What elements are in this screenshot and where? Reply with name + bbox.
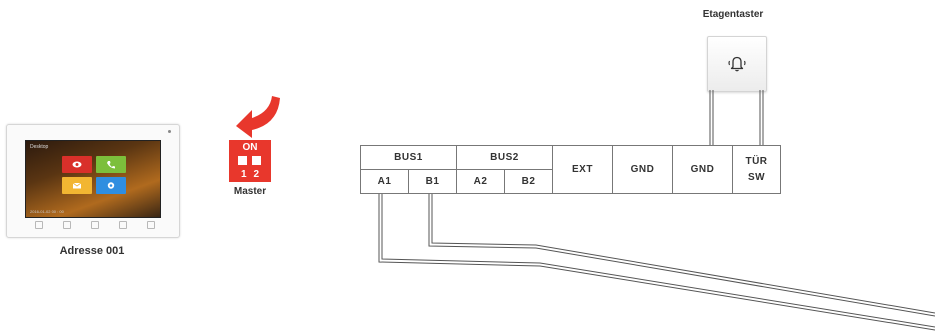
dip-number: 1 [240, 169, 247, 180]
monitor-tile [62, 177, 92, 194]
wire-b1 [428, 194, 935, 317]
phone-icon [107, 161, 115, 169]
terminal-a2: A2 [456, 169, 505, 194]
terminal-gnd: GND [672, 145, 733, 194]
monitor-touch-keys [35, 221, 155, 229]
gear-icon [107, 182, 115, 189]
dip-switch-key [252, 156, 261, 165]
dip-numbers: 1 2 [229, 169, 271, 180]
indoor-monitor: Desktop 2016-01-02 00 : 00 [6, 124, 180, 238]
terminal-b2: B2 [504, 169, 553, 194]
dip-switch-key [238, 156, 247, 165]
terminal-b1: B1 [408, 169, 457, 194]
monitor-address-label: Adresse 001 [59, 245, 125, 257]
mail-icon [72, 182, 82, 189]
dip-switch-label: Master [233, 186, 267, 197]
monitor-tile [62, 156, 92, 173]
dip-number: 2 [253, 169, 260, 180]
terminal-bus1: BUS1 [360, 145, 457, 170]
terminal-gnd: GND [612, 145, 673, 194]
monitor-tile [96, 156, 126, 173]
bell-icon [728, 56, 746, 72]
monitor-screen: Desktop 2016-01-02 00 : 00 [25, 140, 161, 218]
volume-key-icon [91, 221, 99, 229]
curved-arrow-icon [236, 96, 280, 138]
wire-a1 [378, 194, 935, 331]
screen-footer: 2016-01-02 00 : 00 [30, 209, 64, 214]
monitor-tile [96, 177, 126, 194]
screen-title: Desktop [30, 144, 49, 150]
key-icon [63, 221, 71, 229]
eye-icon [72, 161, 82, 168]
floor-push-button [707, 36, 767, 92]
dip-on-label: ON [242, 142, 258, 153]
user-key-icon [119, 221, 127, 229]
phone-key-icon [35, 221, 43, 229]
menu-key-icon [147, 221, 155, 229]
push-button-label: Etagentaster [702, 9, 764, 20]
camera-dot [168, 130, 171, 133]
terminal-ext: EXT [552, 145, 613, 194]
dip-switch: ON 1 2 [229, 140, 271, 182]
